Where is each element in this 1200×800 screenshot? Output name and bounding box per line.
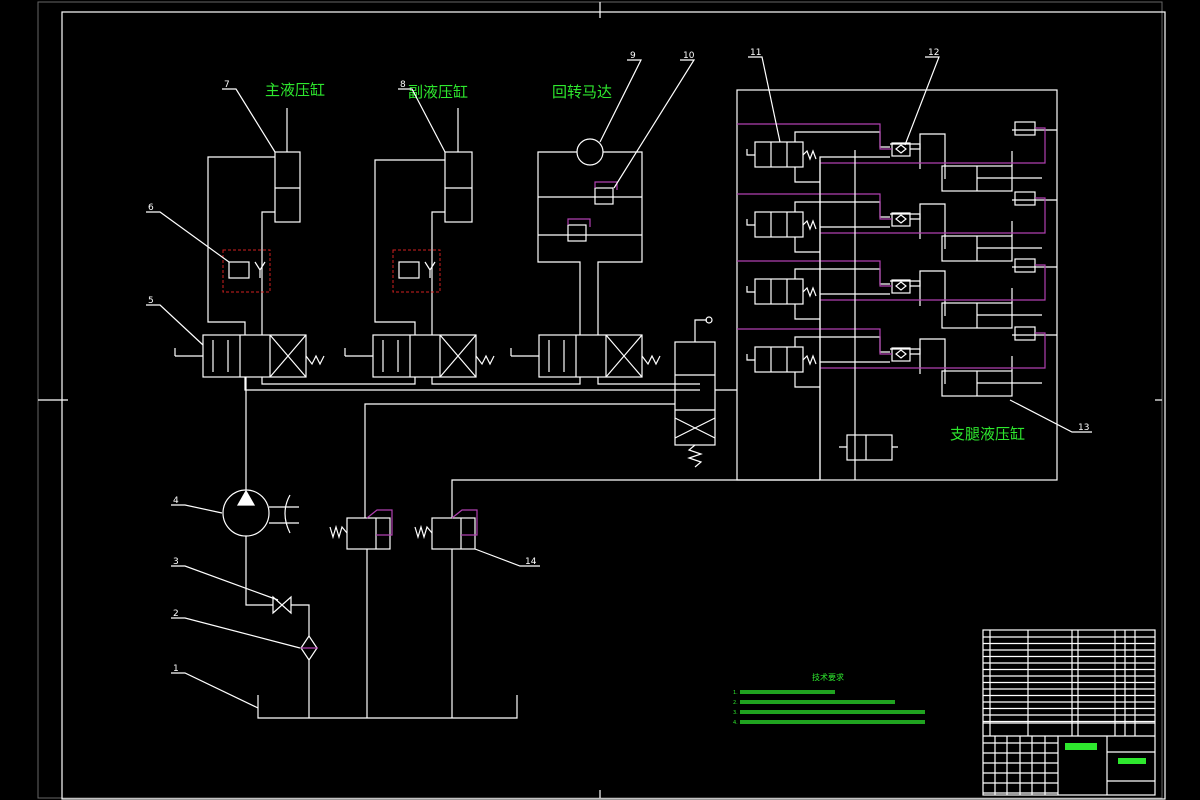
svg-text:5: 5 [148, 296, 154, 306]
tech-requirements-heading: 技术要求 [812, 672, 844, 682]
svg-text:11: 11 [750, 48, 761, 58]
tech-requirements-lines: 1. 2. 3. 4. [733, 690, 925, 726]
svg-text:2.: 2. [733, 700, 738, 706]
svg-text:4: 4 [173, 496, 179, 506]
shutoff-valve-3 [245, 536, 310, 636]
outrigger-circuit-row [737, 326, 1057, 397]
svg-text:14: 14 [525, 557, 537, 567]
aux-cylinder [374, 108, 473, 335]
title-block [982, 629, 1156, 796]
svg-text:9: 9 [630, 51, 636, 61]
part-number-labels: 7 8 9 10 11 12 6 5 4 3 2 1 13 14 [148, 48, 1089, 674]
balance-valve-box [222, 249, 271, 293]
inner-frame [61, 11, 1166, 800]
svg-text:7: 7 [224, 80, 230, 90]
svg-text:6: 6 [148, 203, 154, 213]
svg-text:3: 3 [173, 557, 179, 567]
pilot-line-10 [594, 181, 618, 190]
pump-4 [222, 377, 299, 537]
outrigger-circuit-row [737, 258, 1057, 329]
pilot-line-10b [567, 218, 591, 227]
svg-text:4.: 4. [733, 720, 738, 726]
svg-text:3.: 3. [733, 710, 738, 716]
center-marks [38, 2, 1162, 798]
relief-valves [329, 517, 476, 718]
svg-text:10: 10 [683, 51, 695, 61]
svg-text:2: 2 [173, 609, 179, 619]
balance-valve-2 [398, 261, 436, 279]
outer-frame [37, 1, 1163, 799]
svg-text:8: 8 [400, 80, 406, 90]
main-cylinder [207, 108, 301, 335]
svg-text:13: 13 [1078, 423, 1089, 433]
svg-text:1.: 1. [733, 690, 738, 696]
outrigger-circuit-row [737, 191, 1057, 262]
aux-cylinder-label: 副液压缸 [408, 83, 468, 101]
svg-text:1: 1 [173, 664, 179, 674]
balance-valve-box-2 [392, 249, 441, 293]
outrigger-circuits [737, 121, 1057, 480]
outrigger-cylinder-label: 支腿液压缸 [950, 425, 1025, 443]
filter-2 [300, 634, 318, 718]
tank-1 [257, 695, 518, 719]
outrigger-circuit-row [737, 121, 1057, 480]
slew-motor-label: 回转马达 [552, 83, 612, 101]
svg-text:12: 12 [928, 48, 939, 58]
outrigger-selector-valve [674, 316, 737, 468]
slew-motor [537, 138, 643, 335]
leader-lines [146, 56, 1092, 709]
relief-pilot-lines [366, 509, 478, 536]
directional-valves [174, 334, 820, 518]
balance-valve-6 [228, 261, 266, 279]
outrigger-block [736, 89, 1058, 481]
outrigger-lock-valve [839, 434, 898, 461]
main-cylinder-label: 主液压缸 [265, 81, 325, 99]
